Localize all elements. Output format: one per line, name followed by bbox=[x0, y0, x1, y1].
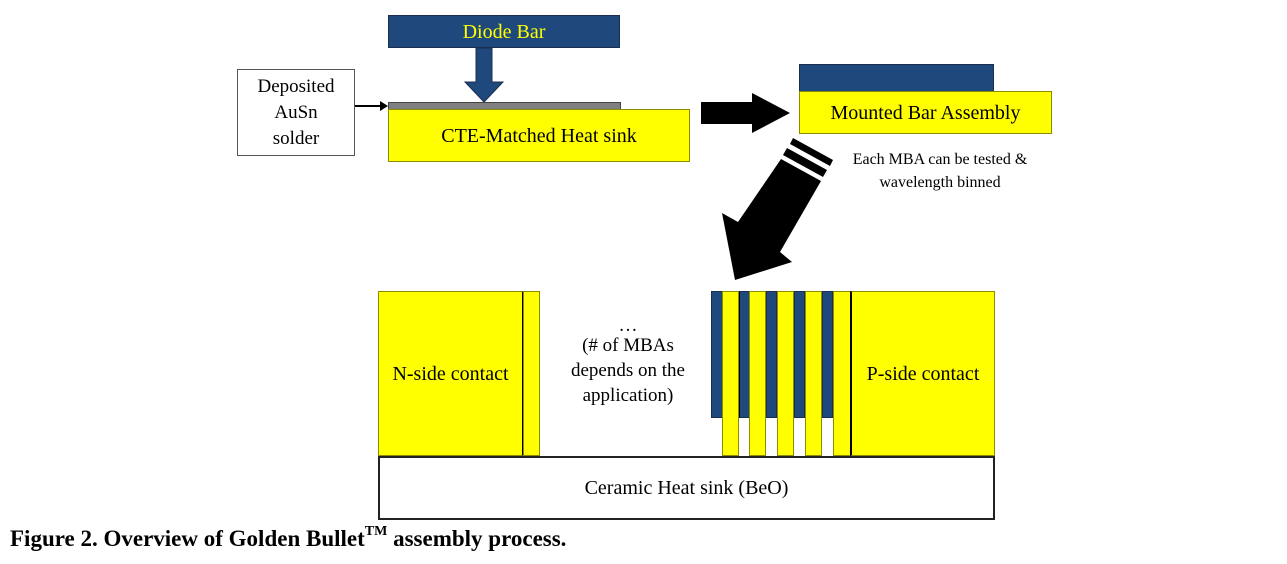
stack-heat-sink bbox=[749, 291, 766, 456]
p-side-contact-label: P-side contact bbox=[866, 362, 980, 385]
cte-heat-sink: CTE-Matched Heat sink bbox=[388, 109, 690, 162]
mba-note-line: wavelength binned bbox=[879, 174, 1001, 191]
stack-gap bbox=[739, 418, 750, 456]
n-side-contact: N-side contact bbox=[378, 291, 524, 456]
ceramic-heat-sink-label: Ceramic Heat sink (BeO) bbox=[584, 477, 789, 499]
stack-diode-bar bbox=[822, 291, 833, 418]
mba-count-line: (# of MBAs bbox=[582, 334, 674, 356]
mounted-bar-assembly: Mounted Bar Assembly bbox=[799, 91, 1052, 134]
mba-diode-bar bbox=[799, 64, 994, 93]
solder-source-box: Deposited AuSn solder bbox=[237, 69, 355, 156]
caption-prefix: Figure 2. Overview of Golden Bullet bbox=[10, 526, 365, 551]
stack-gap bbox=[794, 418, 805, 456]
n-side-contact-label: N-side contact bbox=[392, 362, 509, 385]
process-diagonal-arrow bbox=[722, 138, 833, 280]
mba-label: Mounted Bar Assembly bbox=[830, 101, 1021, 124]
stack-heat-sink bbox=[805, 291, 822, 456]
mba-test-note: Each MBA can be tested & wavelength binn… bbox=[830, 147, 1050, 195]
stack-gap bbox=[822, 418, 833, 456]
stack-diode-bar bbox=[794, 291, 805, 418]
solder-pointer-arrowhead bbox=[380, 101, 388, 111]
stack-diode-bar bbox=[766, 291, 777, 418]
solder-label-line: AuSn bbox=[274, 101, 318, 123]
stack-heat-sink bbox=[722, 291, 739, 456]
stack-heat-sink bbox=[833, 291, 851, 456]
stack-heat-sink bbox=[777, 291, 794, 456]
cte-heat-sink-label: CTE-Matched Heat sink bbox=[441, 124, 637, 147]
solder-label-line: solder bbox=[272, 127, 320, 149]
ellipsis: … bbox=[618, 314, 638, 336]
solder-label-line: Deposited bbox=[257, 75, 335, 97]
figure-caption: Figure 2. Overview of Golden BulletTM as… bbox=[10, 524, 567, 552]
mba-note-line: Each MBA can be tested & bbox=[852, 151, 1028, 168]
placement-down-arrow bbox=[463, 47, 505, 103]
diode-bar-label: Diode Bar bbox=[462, 20, 546, 43]
process-right-arrow bbox=[701, 93, 790, 133]
diode-bar: Diode Bar bbox=[388, 15, 620, 48]
mba-count-line: application) bbox=[582, 384, 674, 406]
mba-stack bbox=[711, 291, 851, 456]
n-side-heat-sink-strip bbox=[523, 291, 540, 456]
mba-count-note: … (# of MBAs depends on the application) bbox=[548, 312, 708, 414]
ceramic-heat-sink: Ceramic Heat sink (BeO) bbox=[378, 456, 995, 520]
mba-count-line: depends on the bbox=[571, 359, 685, 381]
stack-gap bbox=[766, 418, 777, 456]
caption-trademark: TM bbox=[364, 524, 388, 540]
p-side-contact: P-side contact bbox=[850, 291, 995, 456]
caption-suffix: assembly process. bbox=[387, 526, 567, 551]
